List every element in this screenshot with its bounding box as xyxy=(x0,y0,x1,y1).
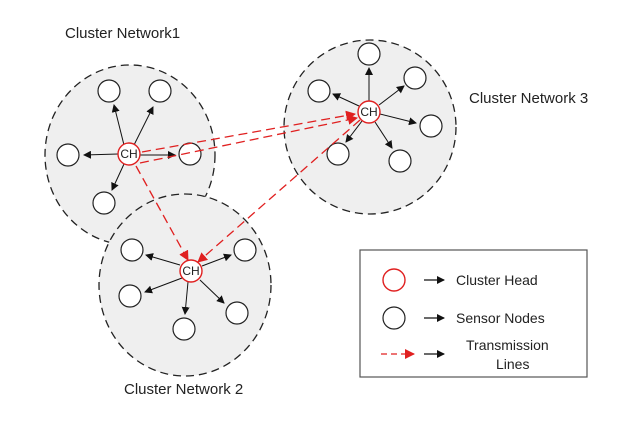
transmission-line-ch1-ch3-b xyxy=(139,114,358,164)
cluster-head-2: CH xyxy=(179,259,203,283)
cluster-network-3-label: Cluster Network 3 xyxy=(469,90,588,107)
sensor-node xyxy=(388,149,412,173)
cluster-network-2-label: Cluster Network 2 xyxy=(124,381,243,398)
cluster-network-1-label: Cluster Network1 xyxy=(65,25,180,42)
sensor-node xyxy=(118,284,142,308)
transmission-lines xyxy=(135,110,361,263)
sensor-node xyxy=(120,238,144,262)
cluster-head-node xyxy=(357,100,381,124)
sensor-link xyxy=(145,253,181,266)
sensor-node xyxy=(233,238,257,262)
transmission-line-ch1-ch2 xyxy=(135,165,189,261)
transmission-line-ch3-ch2 xyxy=(197,119,361,263)
sensor-node xyxy=(92,191,116,215)
legend-sensor-nodes-label: Sensor Nodes xyxy=(456,310,545,326)
cluster-head-1: CH xyxy=(117,142,141,166)
sensor-link xyxy=(379,113,417,126)
sensor-node xyxy=(225,301,249,325)
cluster-head-label: CH xyxy=(360,105,377,119)
cluster-head-3: CH xyxy=(357,100,381,124)
cluster-head-label: CH xyxy=(120,147,137,161)
sensor-link xyxy=(199,279,225,304)
sensor-node xyxy=(403,66,427,90)
cluster-network-2-area xyxy=(98,193,272,377)
transmission-line-ch1-ch3 xyxy=(141,110,356,153)
legend-cluster-head-icon xyxy=(382,268,406,292)
sensor-link xyxy=(83,150,119,159)
cluster-head-label: CH xyxy=(182,264,199,278)
sensor-node xyxy=(307,79,331,103)
sensor-link xyxy=(345,120,363,143)
legend-cluster-head-label: Cluster Head xyxy=(456,272,538,288)
legend: Cluster Head Sensor Nodes Transmission L… xyxy=(359,249,588,378)
sensor-link xyxy=(111,163,125,191)
sensor-link xyxy=(374,121,393,149)
legend-sensor-node-icon xyxy=(382,306,406,330)
sensor-link xyxy=(378,85,405,106)
sensor-node xyxy=(148,79,172,103)
sensor-link xyxy=(332,93,360,107)
cluster-1-members xyxy=(56,79,202,215)
sensor-node xyxy=(357,42,381,66)
legend-transmission-label-2: Lines xyxy=(496,356,529,372)
sensor-link xyxy=(111,104,125,146)
sensor-node xyxy=(56,143,80,167)
cluster-3-members xyxy=(307,42,443,173)
cluster-2-members xyxy=(118,238,257,341)
cluster-head-node xyxy=(179,259,203,283)
sensor-link xyxy=(201,253,232,267)
sensor-node xyxy=(172,317,196,341)
sensor-link xyxy=(133,106,154,146)
cluster-head-node xyxy=(117,142,141,166)
sensor-link xyxy=(144,277,183,294)
legend-transmission-label-1: Transmission xyxy=(466,337,549,353)
sensor-link xyxy=(181,281,190,315)
sensor-node xyxy=(326,142,350,166)
sensor-node xyxy=(419,114,443,138)
sensor-node xyxy=(97,79,121,103)
